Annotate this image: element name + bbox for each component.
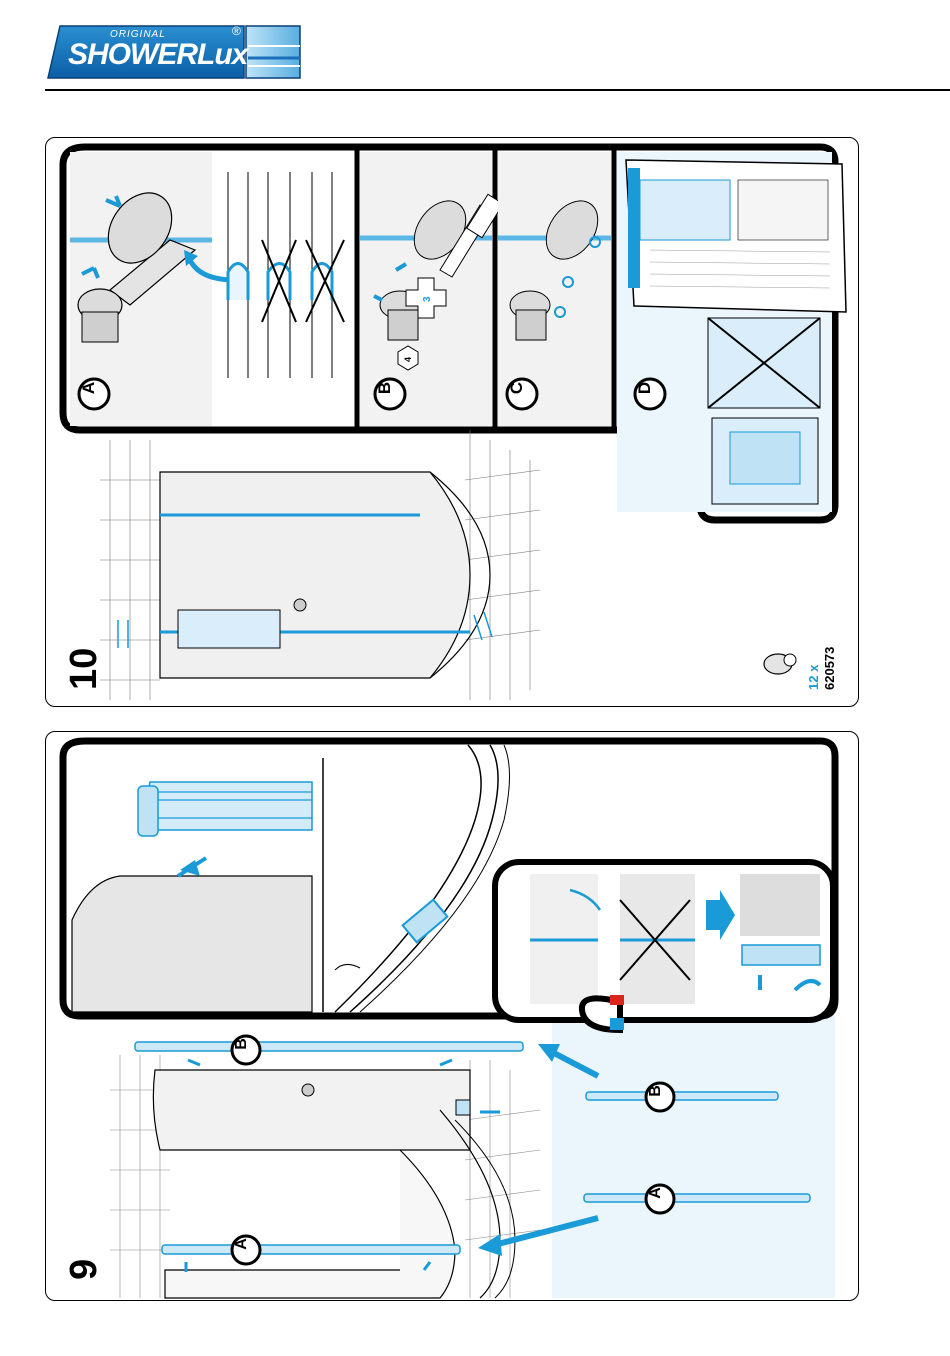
step-9-number: 9 <box>63 1259 105 1280</box>
magnet-detail <box>495 862 833 1030</box>
profile-label-b-main: B <box>233 1038 250 1050</box>
profile-label-a-part: A <box>647 1187 664 1199</box>
profile-label-b-part: B <box>647 1085 664 1097</box>
profile-label-a-main: A <box>233 1238 250 1250</box>
